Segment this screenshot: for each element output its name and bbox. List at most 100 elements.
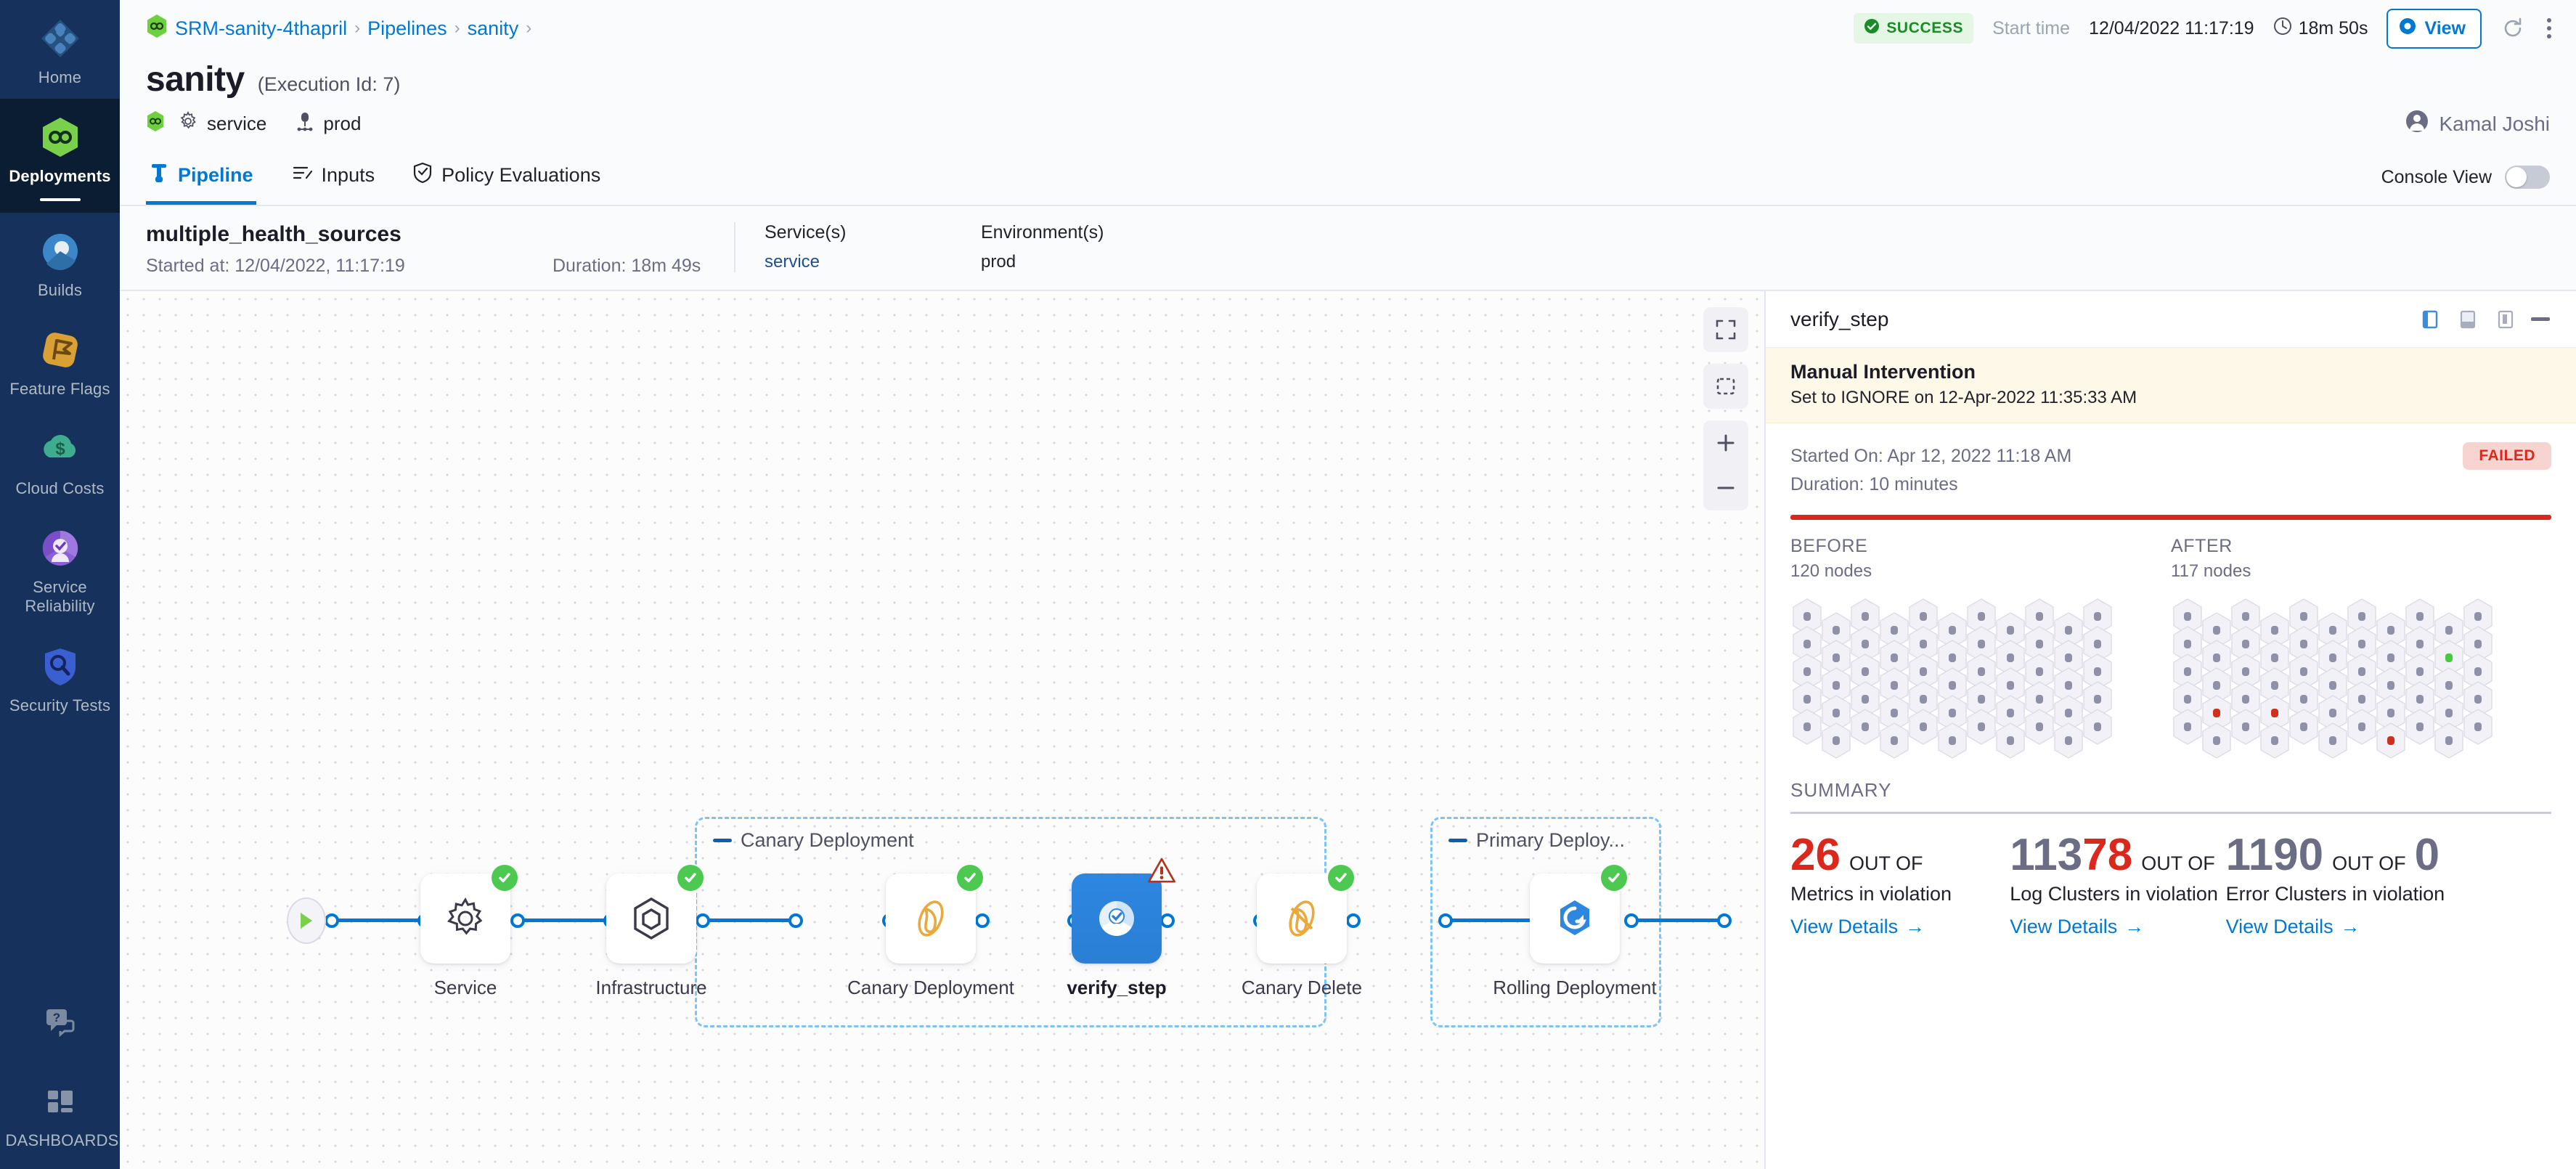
summary-metric-error-clusters: 1190 OUT OF 0 Error Clusters in violatio… xyxy=(2226,829,2551,938)
graph-node-service[interactable]: Service xyxy=(420,863,519,998)
breadcrumb-item-pipelines[interactable]: Pipelines xyxy=(367,17,447,39)
collapse-dash-icon[interactable] xyxy=(1448,839,1467,842)
play-icon xyxy=(301,913,312,929)
node-hex xyxy=(2403,708,2437,746)
node-label: Service xyxy=(433,977,497,998)
node-hex xyxy=(2461,708,2495,746)
sidebar-item-dashboards[interactable]: DASHBOARDS xyxy=(0,1063,120,1169)
status-badge-success xyxy=(490,863,519,892)
node-hex xyxy=(2052,722,2085,759)
connector-dot xyxy=(1624,913,1639,928)
policy-shield-icon xyxy=(412,162,433,189)
group-title: Canary Deployment xyxy=(713,829,914,852)
breadcrumb: SRM-sanity-4thapril › Pipelines › sanity… xyxy=(146,14,531,44)
metric-out-of-label: OUT OF xyxy=(2141,852,2215,874)
breadcrumb-item-sanity[interactable]: sanity xyxy=(467,17,519,39)
connector-dot xyxy=(1717,913,1732,928)
graph-node-rolling-deployment[interactable]: Rolling Deployment xyxy=(1493,863,1657,998)
sidebar-item-label: Feature Flags xyxy=(9,380,110,399)
user-menu[interactable]: Kamal Joshi xyxy=(2405,110,2550,138)
failure-progress-bar xyxy=(1790,514,2551,520)
check-circle-icon xyxy=(1864,18,1880,38)
before-heading: BEFORE xyxy=(1790,535,1868,556)
node-hex xyxy=(2403,598,2437,635)
pipeline-canvas[interactable]: Canary Deployment Primary Deploy... xyxy=(120,291,1764,1169)
zoom-controls xyxy=(1703,420,1748,510)
connector-dot xyxy=(975,913,990,928)
panel-bottom-icon[interactable] xyxy=(2455,307,2480,332)
node-hex xyxy=(2432,722,2466,759)
sidebar-item-label: Security Tests xyxy=(9,696,111,714)
service-chip[interactable]: service xyxy=(178,110,266,137)
sidebar-item-builds[interactable]: Builds xyxy=(0,213,120,311)
edge xyxy=(330,918,422,922)
group-primary-deployment[interactable]: Primary Deploy... xyxy=(1430,817,1661,1027)
sidebar-item-help[interactable]: ? xyxy=(0,983,120,1063)
top-bar-right: SUCCESS Start time 12/04/2022 11:17:19 1… xyxy=(1854,8,2554,49)
node-hex xyxy=(1994,722,2027,759)
edge xyxy=(1629,918,1721,922)
before-node-count: 120 nodes xyxy=(1790,561,1872,581)
tab-label: Inputs xyxy=(321,164,375,186)
environment-chip-label: prod xyxy=(323,113,362,134)
panel-float-icon[interactable] xyxy=(2493,307,2518,332)
toggle-knob xyxy=(2506,167,2527,187)
view-details-link[interactable]: View Details → xyxy=(2226,916,2360,938)
environments-label: Environment(s) xyxy=(981,222,1104,243)
stage-duration: Duration: 18m 49s xyxy=(553,256,701,276)
sidebar-item-service-reliability[interactable]: Service Reliability xyxy=(0,510,120,628)
metric-total: 0 xyxy=(2414,829,2440,880)
user-name: Kamal Joshi xyxy=(2439,112,2550,135)
sidebar-item-cloud-costs[interactable]: $ Cloud Costs xyxy=(0,411,120,510)
breadcrumb-item-project[interactable]: SRM-sanity-4thapril xyxy=(175,17,348,39)
services-value[interactable]: service xyxy=(765,252,820,272)
group-title: Primary Deploy... xyxy=(1448,829,1625,852)
node-hex xyxy=(1936,722,1969,759)
node-hex xyxy=(2200,694,2233,732)
graph-node-canary-delete[interactable]: Canary Delete xyxy=(1242,863,1362,998)
metric-description: Log Clusters in violation xyxy=(2010,882,2218,905)
metric-out-of-label: OUT OF xyxy=(2332,852,2406,874)
tab-inputs[interactable]: Inputs xyxy=(288,150,378,205)
sidebar-item-feature-flags[interactable]: Feature Flags xyxy=(0,311,120,410)
banner-subtitle: Set to IGNORE on 12-Apr-2022 11:35:33 AM xyxy=(1790,388,2137,407)
refresh-icon[interactable] xyxy=(2500,16,2525,41)
stage-environments: Environment(s) prod xyxy=(952,222,1170,272)
node-hex xyxy=(2023,708,2056,746)
zoom-out-icon[interactable] xyxy=(1703,465,1748,510)
node-hex xyxy=(2316,694,2349,732)
fit-to-screen-icon[interactable] xyxy=(1703,364,1748,409)
graph-node-canary-deployment[interactable]: Canary Deployment xyxy=(847,863,1014,998)
minimize-icon[interactable] xyxy=(2531,317,2550,321)
graph-node-infrastructure[interactable]: Infrastructure xyxy=(595,863,707,998)
zoom-in-icon[interactable] xyxy=(1703,420,1748,465)
before-after-row: BEFORE 120 nodes AFTER 117 nodes xyxy=(1790,535,2551,759)
sidebar-item-home[interactable]: Home xyxy=(0,0,120,99)
panel-right-icon[interactable] xyxy=(2418,307,2442,332)
node-hex xyxy=(2023,598,2056,635)
graph-node-verify-step[interactable]: verify_step xyxy=(1067,858,1175,998)
connector-dot xyxy=(1346,913,1361,928)
tab-policy-evaluations[interactable]: Policy Evaluations xyxy=(409,150,603,205)
status-badge: SUCCESS xyxy=(1854,13,1974,44)
node-hex xyxy=(2081,708,2114,746)
collapse-dash-icon[interactable] xyxy=(713,839,732,842)
tab-pipeline[interactable]: Pipeline xyxy=(146,150,256,205)
more-vertical-icon[interactable] xyxy=(2544,16,2554,41)
connector-dot xyxy=(325,913,339,928)
arrow-right-icon: → xyxy=(2340,915,2360,937)
node-hex xyxy=(2200,639,2233,677)
view-details-link[interactable]: View Details → xyxy=(2010,916,2144,938)
console-view-toggle[interactable] xyxy=(2505,166,2550,189)
view-button[interactable]: View xyxy=(2387,8,2482,49)
fullscreen-icon[interactable] xyxy=(1703,307,1748,352)
environment-chip[interactable]: prod xyxy=(295,111,361,137)
node-hex xyxy=(1994,611,2027,649)
after-node-hexgrid xyxy=(2171,598,2512,759)
start-node[interactable] xyxy=(287,897,326,944)
canary-delete-icon xyxy=(1289,900,1315,937)
sidebar-item-security-tests[interactable]: Security Tests xyxy=(0,628,120,727)
view-details-link[interactable]: View Details → xyxy=(1790,916,1925,938)
sidebar-item-deployments[interactable]: Deployments xyxy=(0,99,120,213)
